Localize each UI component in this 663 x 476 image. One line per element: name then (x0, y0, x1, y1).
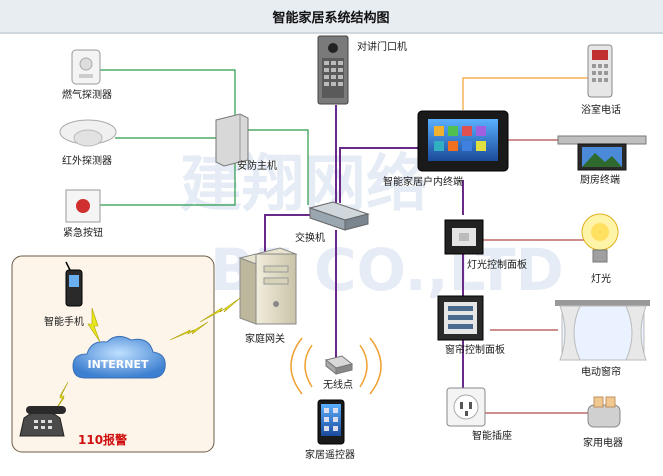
label-emergency-button: 紧急按钮 (63, 226, 103, 239)
label-gas-detector: 燃气探测器 (62, 88, 112, 101)
label-light: 灯光 (591, 272, 611, 285)
emergency-button-icon (65, 189, 101, 223)
smart-socket-icon (446, 387, 486, 427)
label-curtain-panel: 窗帘控制面板 (445, 343, 505, 356)
label-internet: INTERNET (87, 358, 149, 371)
label-appliance: 家用电器 (583, 436, 623, 449)
purple-bus (264, 105, 464, 388)
label-wireless-ap: 无线点 (323, 378, 353, 391)
internet-cloud-icon (72, 336, 166, 379)
label-home-gateway: 家庭网关 (245, 332, 285, 345)
security-host-icon (215, 113, 249, 167)
home-remote-icon (317, 399, 345, 445)
kitchen-terminal-icon (557, 135, 647, 171)
label-electric-curtain: 电动窗帘 (581, 365, 621, 378)
label-intercom: 对讲门口机 (357, 40, 407, 53)
ir-detector-icon (59, 119, 117, 147)
diagram-title: 智能家居系统结构图 (272, 10, 389, 26)
bathroom-phone-icon (587, 44, 613, 98)
switch-icon (308, 201, 370, 231)
lightning-bolts (53, 297, 241, 413)
label-switch: 交换机 (295, 231, 325, 244)
label-home-remote: 家居遥控器 (305, 448, 355, 461)
label-smart-socket: 智能插座 (472, 429, 512, 442)
label-110-alarm: 110报警 (78, 432, 127, 447)
title-bar (0, 0, 663, 34)
green-links (100, 69, 309, 206)
label-kitchen-terminal: 厨房终端 (580, 173, 620, 186)
smart-terminal-icon (417, 110, 509, 172)
telephone-icon (19, 406, 66, 437)
wireless-ap-icon (290, 337, 382, 395)
smart-phone-icon (65, 261, 83, 307)
gas-detector-icon (71, 49, 101, 85)
red-links (483, 139, 588, 414)
light-panel-icon (444, 219, 484, 255)
appliance-icon (587, 396, 621, 428)
light-bulb-icon (581, 213, 619, 263)
electric-curtain-icon (555, 300, 650, 361)
label-smart-phone: 智能手机 (44, 315, 84, 328)
label-security-host: 安防主机 (237, 159, 277, 172)
home-gateway-icon (238, 247, 298, 325)
label-light-panel: 灯光控制面板 (467, 258, 527, 271)
label-smart-terminal: 智能家居户内终端 (383, 175, 463, 188)
intercom-icon (317, 35, 349, 105)
label-ir-detector: 红外探测器 (62, 154, 112, 167)
orange-link (462, 77, 588, 110)
curtain-panel-icon (437, 295, 484, 341)
label-bathroom-phone: 浴室电话 (581, 103, 621, 116)
